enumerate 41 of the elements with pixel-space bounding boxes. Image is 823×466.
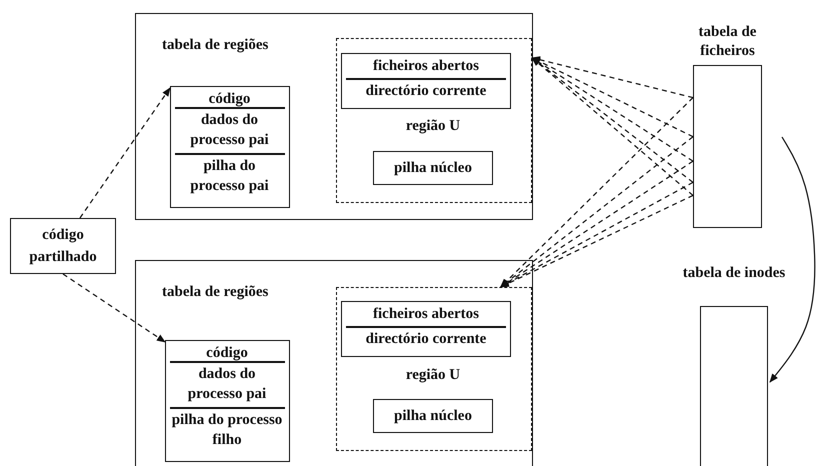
segment-row: dados do processo pai [170,362,284,408]
dashed-arrow [531,56,694,98]
segment-row: código [174,86,284,108]
dashed-arrow [500,97,694,288]
dashed-arrow [62,274,166,342]
region-label: região U [404,116,462,136]
table-heading: tabela de inodes [682,264,786,283]
segment-row-text: directório corrente [364,330,488,349]
dashed-arrow [500,160,694,288]
region-table-box [135,13,533,220]
process-box [373,151,493,185]
segment-row-text: directório corrente [364,82,488,101]
dashed-arrow [531,57,694,162]
u-region-box [336,286,532,450]
region-table-box [135,260,533,466]
process-box [373,399,493,433]
segment-row: código [170,340,284,362]
segment-row-text: pilha do processo filho [170,410,284,450]
box-label: código partilhado [28,226,98,267]
segment-row: ficheiros abertos [346,54,506,80]
region-label: região U [404,366,462,384]
curved-arrow [769,136,816,383]
dashed-arrow [79,87,170,218]
segment-box [164,340,290,462]
segment-row-text: pilha do processo pai [189,156,270,196]
table-box [693,65,762,228]
box-label: pilha núcleo [394,159,472,178]
segment-row: dados do processo pai [174,108,284,154]
box-label: pilha núcleo [394,407,472,426]
segment-row: ficheiros abertos [346,302,506,328]
segment-box [341,53,511,109]
process-box [10,218,116,274]
dashed-arrow [500,136,694,288]
dashed-arrow [531,57,694,138]
u-region-box [336,38,532,202]
table-box [700,306,768,466]
segment-box [170,86,290,208]
table-heading: tabela de ficheiros [698,23,758,61]
segment-box [341,301,511,357]
region-table-heading: tabela de regiões [162,36,268,55]
region-table-heading: tabela de regiões [162,283,268,302]
